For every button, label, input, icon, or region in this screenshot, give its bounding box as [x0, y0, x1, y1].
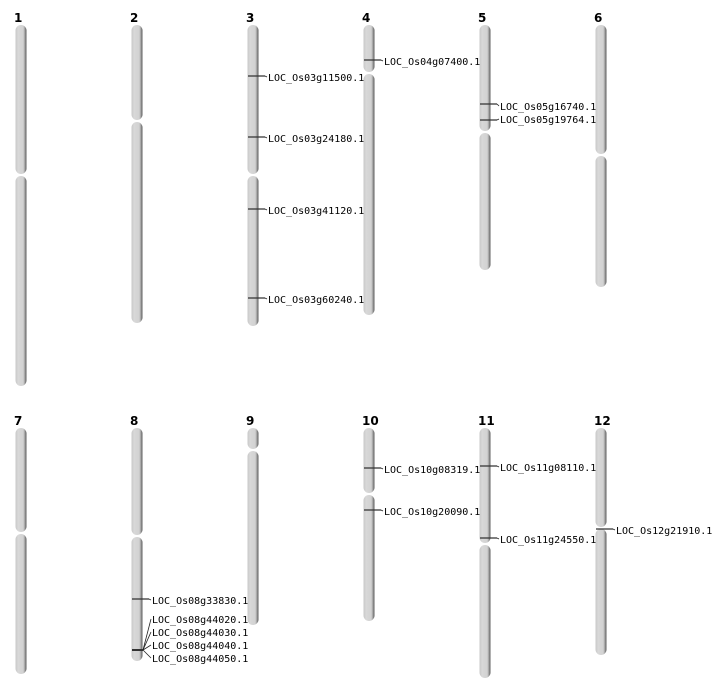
gene-leader-line	[496, 118, 500, 121]
chromosome-9: 9	[246, 414, 259, 625]
chromosome-arm-q	[247, 451, 259, 625]
chromosome-arm-q	[479, 133, 491, 270]
chromosome-label: 2	[130, 11, 138, 25]
chromosome-arm-p	[247, 25, 259, 174]
gene-label: LOC_Os03g60240.1	[268, 295, 364, 306]
gene-label: LOC_Os10g08319.1	[384, 465, 480, 476]
chromosome-arm-p	[15, 25, 27, 174]
chromosome-6: 6	[594, 11, 607, 287]
chromosome-label: 7	[14, 414, 22, 428]
chromosome-arm-q	[363, 74, 375, 315]
gene-leader-line	[142, 649, 152, 659]
chromosome-1: 1	[14, 11, 27, 386]
chromosome-label: 11	[478, 414, 495, 428]
gene-label: LOC_Os04g07400.1	[384, 57, 480, 68]
chromosome-label: 12	[594, 414, 611, 428]
gene-label: LOC_Os03g11500.1	[268, 73, 364, 84]
gene-leader-line	[264, 297, 268, 300]
gene-label: LOC_Os03g24180.1	[268, 134, 364, 145]
gene-label: LOC_Os08g44040.1	[152, 641, 248, 652]
gene-leader-line	[612, 528, 616, 531]
gene-label: LOC_Os08g44020.1	[152, 615, 248, 626]
gene-label: LOC_Os10g20090.1	[384, 507, 480, 518]
gene-label: LOC_Os11g24550.1	[500, 535, 596, 546]
chromosome-2: 2	[130, 11, 143, 323]
gene-label: LOC_Os12g21910.1	[616, 526, 712, 537]
chromosome-label: 6	[594, 11, 602, 25]
chromosome-arm-p	[247, 428, 259, 449]
gene-leader-line	[264, 136, 268, 139]
gene-leader-line	[142, 618, 152, 651]
chromosome-arm-p	[595, 25, 607, 154]
chromosome-7: 7	[14, 414, 27, 674]
gene-label: LOC_Os08g44050.1	[152, 654, 248, 665]
chromosome-arm-p	[595, 428, 607, 527]
gene-label: LOC_Os05g19764.1	[500, 115, 596, 126]
chromosome-8: 8LOC_Os08g33830.1LOC_Os08g44020.1LOC_Os0…	[130, 414, 248, 665]
chromosome-arm-p	[131, 25, 143, 120]
gene-label: LOC_Os08g44030.1	[152, 628, 248, 639]
chromosome-arm-p	[363, 428, 375, 493]
chromosome-arm-q	[595, 156, 607, 287]
chromosome-arm-q	[131, 122, 143, 323]
gene-label: LOC_Os08g33830.1	[152, 596, 248, 607]
chromosome-label: 9	[246, 414, 254, 428]
gene-label: LOC_Os05g16740.1	[500, 102, 596, 113]
chromosome-arm-p	[131, 428, 143, 535]
chromosome-arm-q	[595, 529, 607, 655]
gene-leader-line	[148, 598, 152, 601]
chromosome-arm-q	[479, 545, 491, 678]
chromosome-arm-q	[15, 176, 27, 386]
chromosome-label: 5	[478, 11, 486, 25]
gene-leader-line	[142, 631, 152, 651]
gene-leader-line	[496, 537, 500, 540]
chromosome-arm-p	[363, 25, 375, 72]
chromosome-label: 10	[362, 414, 379, 428]
chromosome-label: 8	[130, 414, 138, 428]
gene-leader-line	[496, 103, 500, 107]
gene-leader-line	[380, 509, 384, 512]
gene-leader-line	[264, 208, 268, 211]
gene-leader-line	[496, 465, 500, 468]
gene-label: LOC_Os03g41120.1	[268, 206, 364, 217]
chromosome-arm-p	[479, 428, 491, 543]
chromosome-label: 1	[14, 11, 22, 25]
gene-leader-line	[380, 59, 384, 62]
gene-label: LOC_Os11g08110.1	[500, 463, 596, 474]
chromosome-arm-q	[363, 495, 375, 621]
chromosome-label: 3	[246, 11, 254, 25]
chromosome-arm-p	[15, 428, 27, 532]
gene-leader-line	[264, 75, 268, 78]
gene-leader-line	[142, 644, 152, 651]
chromosome-arm-p	[479, 25, 491, 131]
chromosome-3: 3LOC_Os03g11500.1LOC_Os03g24180.1LOC_Os0…	[246, 11, 364, 326]
gene-leader-line	[380, 467, 384, 470]
chromosome-arm-q	[15, 534, 27, 674]
chromosome-arm-q	[247, 176, 259, 326]
chromosome-label: 4	[362, 11, 370, 25]
